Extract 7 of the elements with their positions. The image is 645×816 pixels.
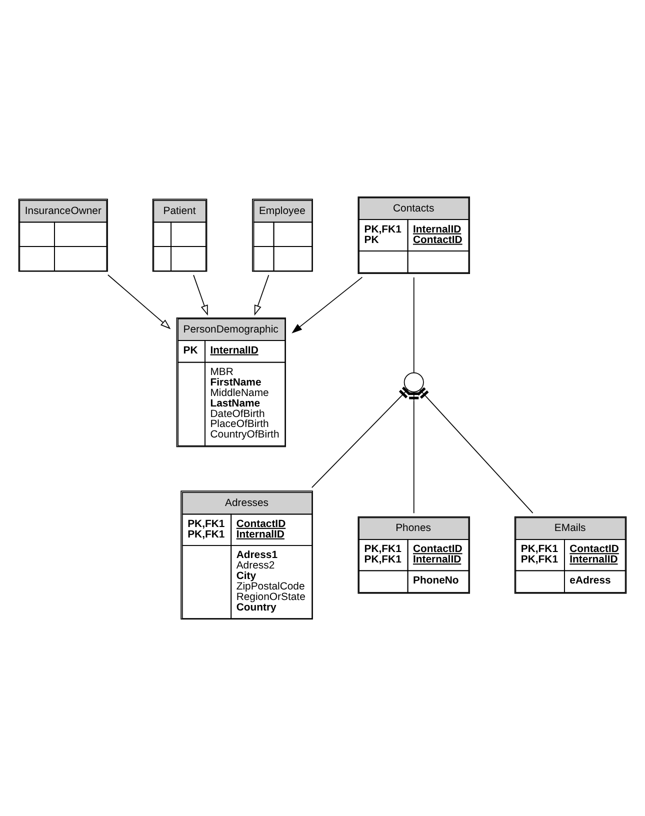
arrow (193, 274, 208, 316)
connector (416, 387, 534, 514)
arrow (254, 274, 270, 316)
arrow (292, 276, 363, 334)
connector (413, 276, 414, 374)
connector (311, 386, 411, 488)
arrow (108, 274, 171, 330)
